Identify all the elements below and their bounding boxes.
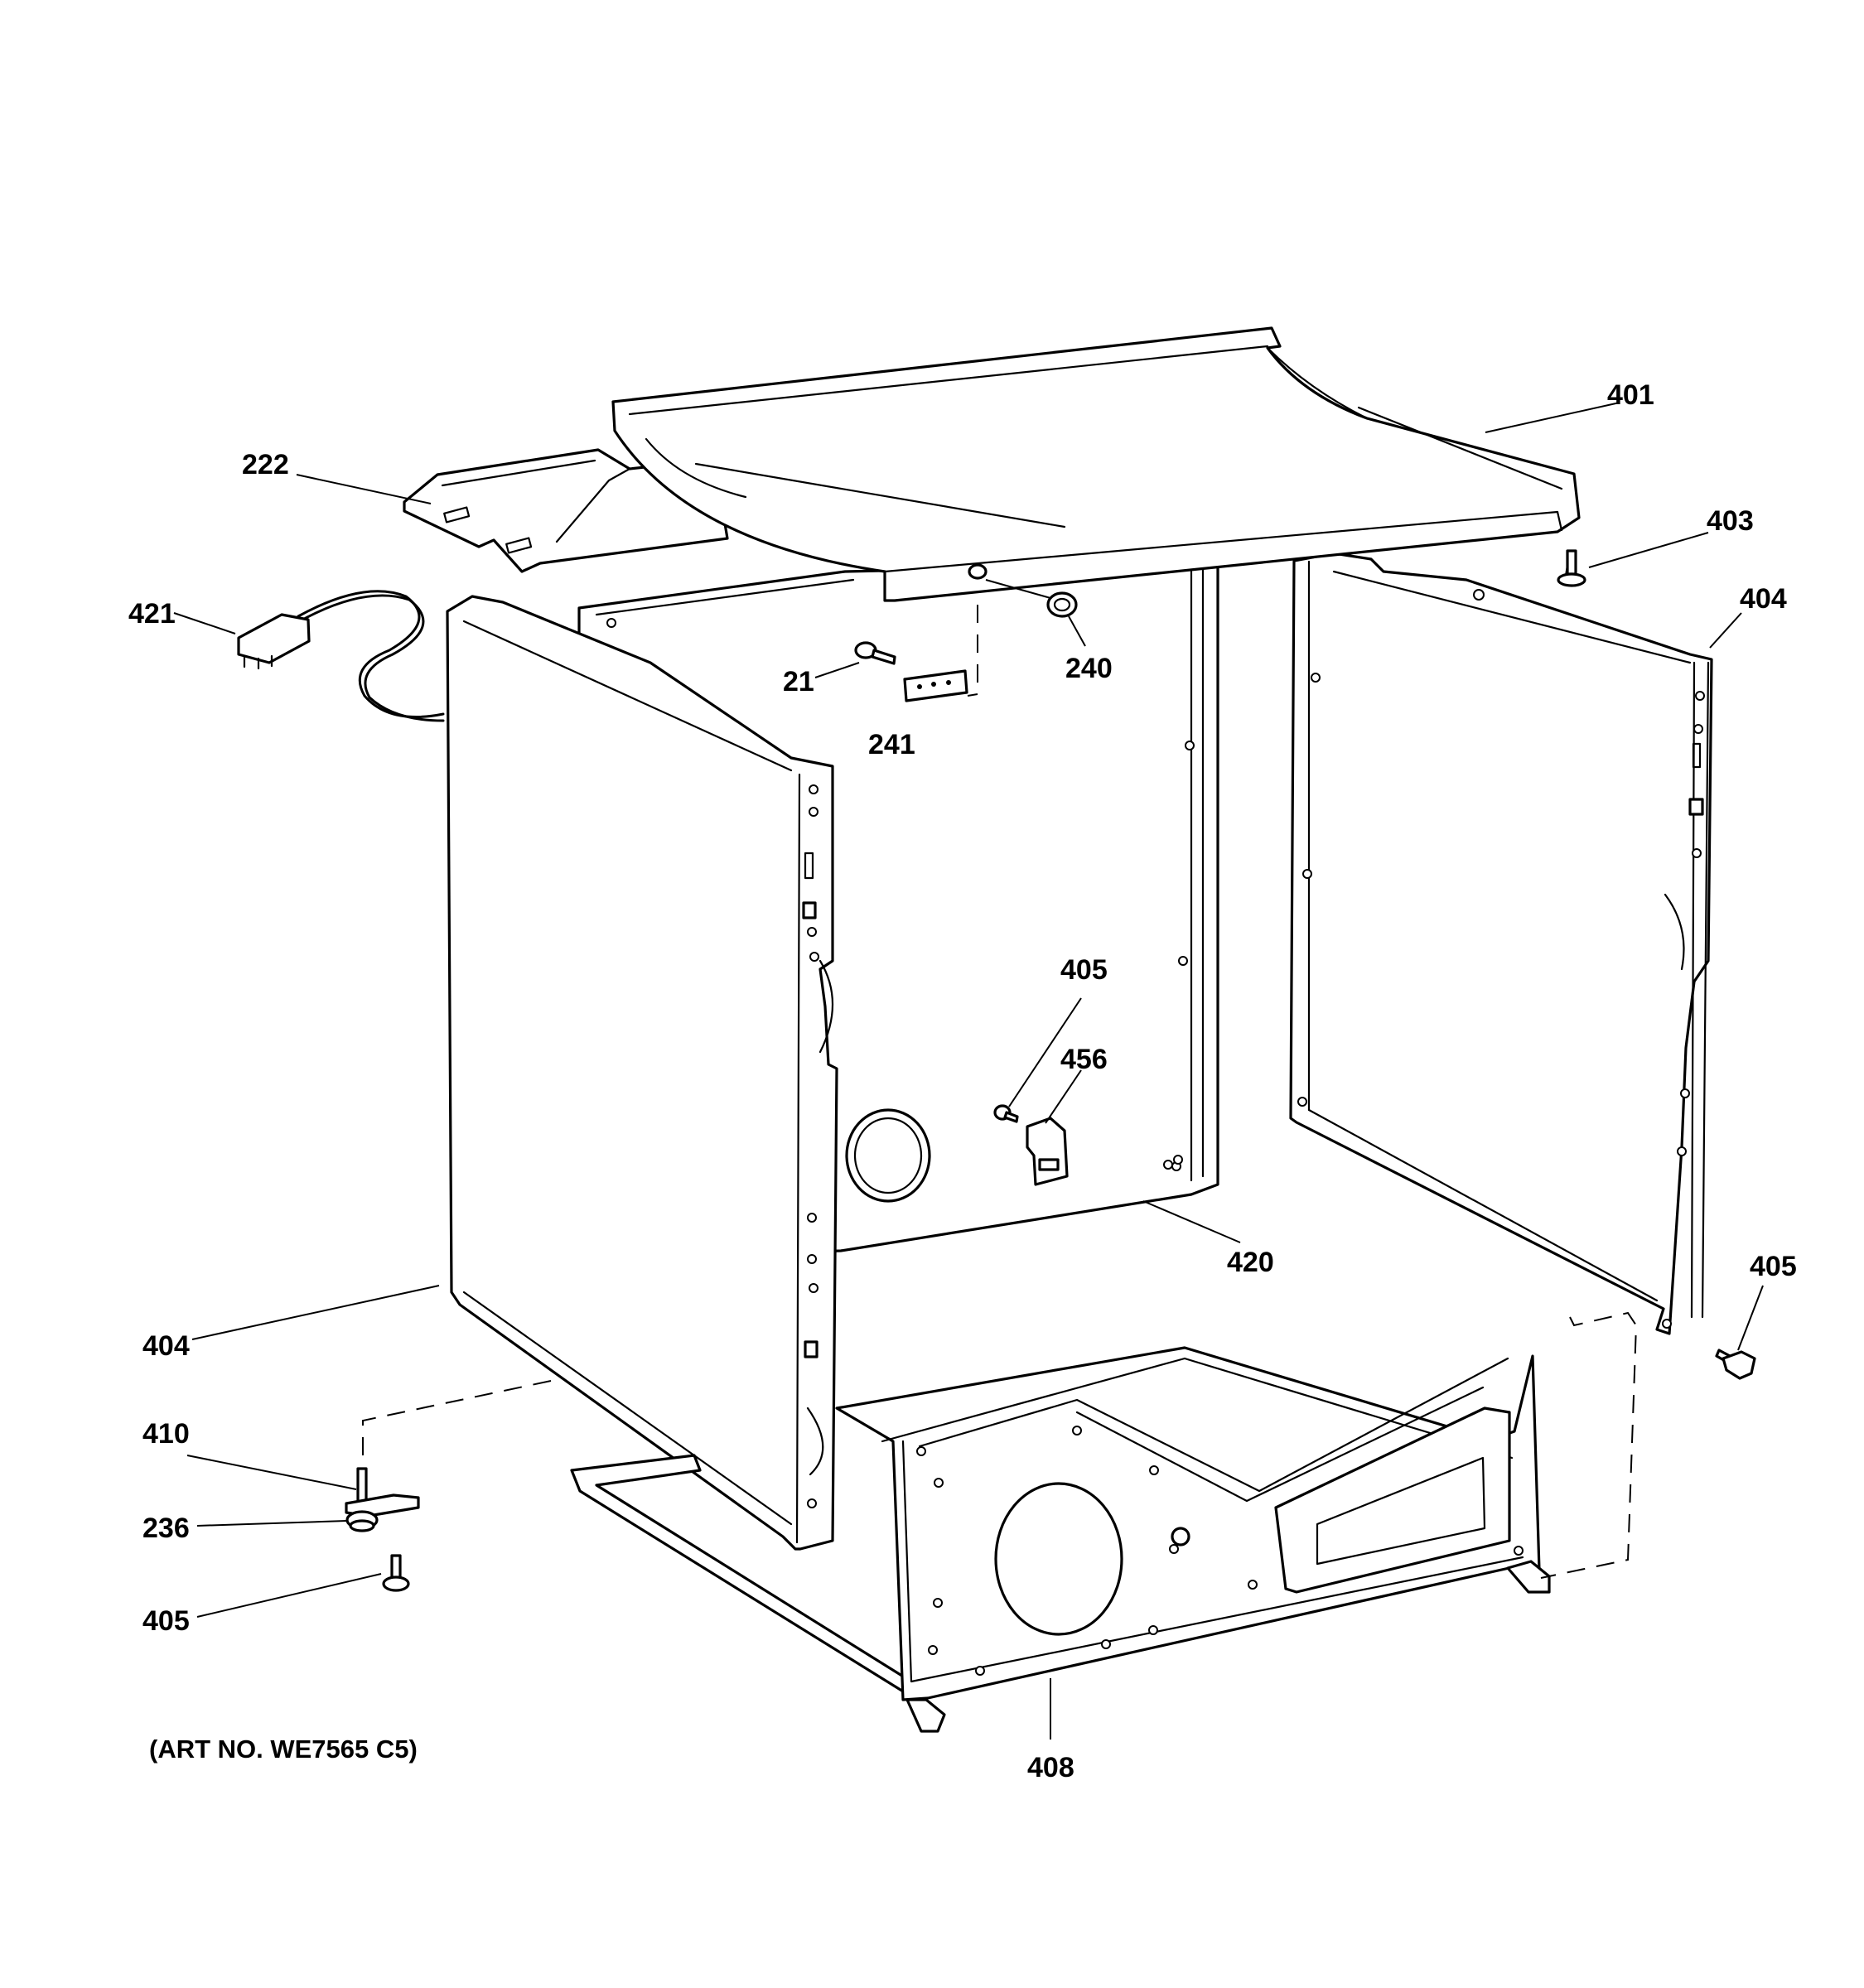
art-number: (ART NO. WE7565 C5) (149, 1735, 418, 1764)
screw-part-403 (1557, 549, 1586, 587)
callout-420: 420 (1227, 1247, 1274, 1278)
power-cord-part-421 (237, 590, 445, 722)
callout-410: 410 (142, 1418, 190, 1450)
callout-404-left: 404 (142, 1330, 190, 1362)
base-frame-part-408 (570, 1346, 1551, 1733)
callout-405-left: 405 (142, 1605, 190, 1637)
callout-408: 408 (1027, 1752, 1074, 1783)
leveling-leg-part-410 (345, 1467, 420, 1530)
callout-240: 240 (1065, 653, 1113, 684)
clip-part-456 (1026, 1117, 1069, 1186)
callout-401: 401 (1607, 379, 1654, 411)
foot-pad-part-236 (349, 1519, 375, 1532)
callout-241: 241 (868, 729, 915, 760)
callout-421: 421 (128, 598, 176, 630)
callout-403: 403 (1707, 505, 1754, 537)
callout-405-right: 405 (1750, 1251, 1797, 1282)
screw-part-405-left (382, 1554, 410, 1592)
rear-top-bracket-part-222 (403, 448, 729, 573)
alignment-line-right (1540, 1311, 1638, 1579)
bracket-part-241 (903, 669, 968, 702)
callout-405-center: 405 (1060, 954, 1108, 986)
grommet-part-240 (1046, 591, 1078, 618)
callout-236: 236 (142, 1513, 190, 1544)
callout-222: 222 (242, 449, 289, 480)
callout-404-right: 404 (1740, 583, 1787, 615)
callout-456: 456 (1060, 1044, 1108, 1075)
top-cover-part-401 (611, 326, 1581, 602)
screw-part-21 (854, 641, 896, 665)
screw-part-405-center (993, 1104, 1019, 1123)
left-side-panel-part-404 (446, 595, 838, 1551)
screw-part-405-right (1715, 1349, 1756, 1380)
alignment-line-top (967, 605, 978, 697)
right-side-panel-part-404 (1289, 552, 1713, 1335)
leader-lines (173, 402, 1764, 1740)
alignment-line-left (362, 1380, 552, 1466)
callout-21: 21 (783, 666, 814, 697)
